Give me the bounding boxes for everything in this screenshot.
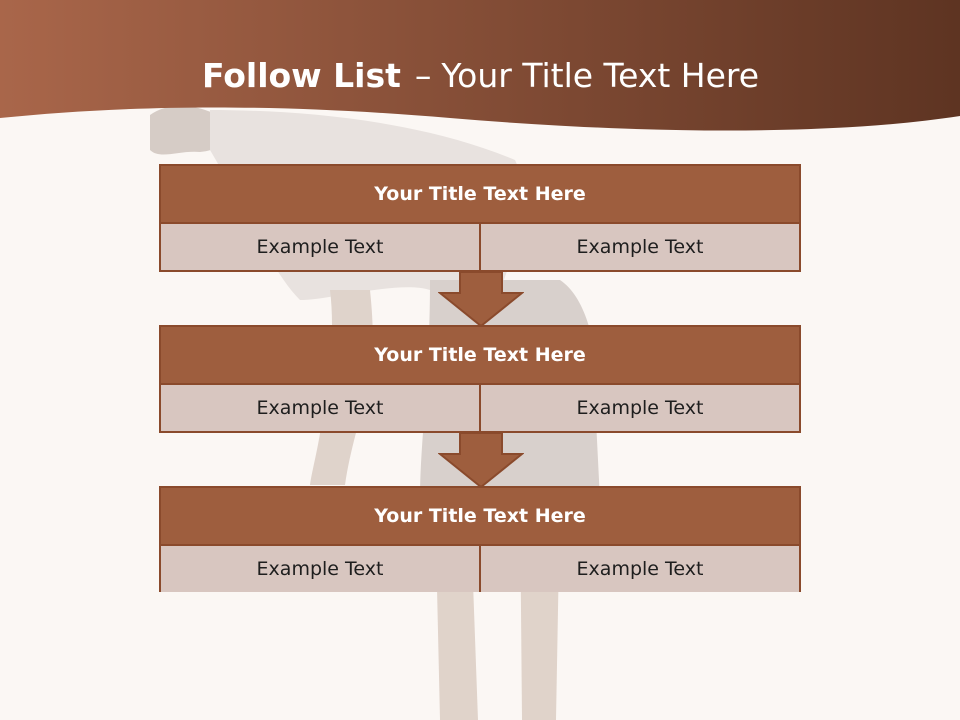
block-cell-right: Example Text [479,385,799,431]
block-row: Example Text Example Text [161,385,799,431]
block-cell-left: Example Text [161,546,479,592]
block-cell-right: Example Text [479,224,799,270]
block-title: Your Title Text Here [161,166,799,224]
header-banner [0,0,960,131]
list-block-2: Your Title Text Here Example Text Exampl… [159,325,801,433]
title-separator: – [414,56,432,95]
title-main: Follow List [202,56,401,95]
block-cell-right: Example Text [479,546,799,592]
list-block-1: Your Title Text Here Example Text Exampl… [159,164,801,272]
block-cell-left: Example Text [161,224,479,270]
block-title: Your Title Text Here [161,488,799,546]
title-subtitle: Your Title Text Here [441,56,760,95]
block-cell-left: Example Text [161,385,479,431]
slide-title: Follow List–Your Title Text Here [202,52,759,100]
block-title: Your Title Text Here [161,327,799,385]
down-arrow-icon [438,271,524,327]
block-row: Example Text Example Text [161,224,799,270]
list-block-3: Your Title Text Here Example Text Exampl… [159,486,801,592]
block-row: Example Text Example Text [161,546,799,592]
down-arrow-icon [438,432,524,488]
